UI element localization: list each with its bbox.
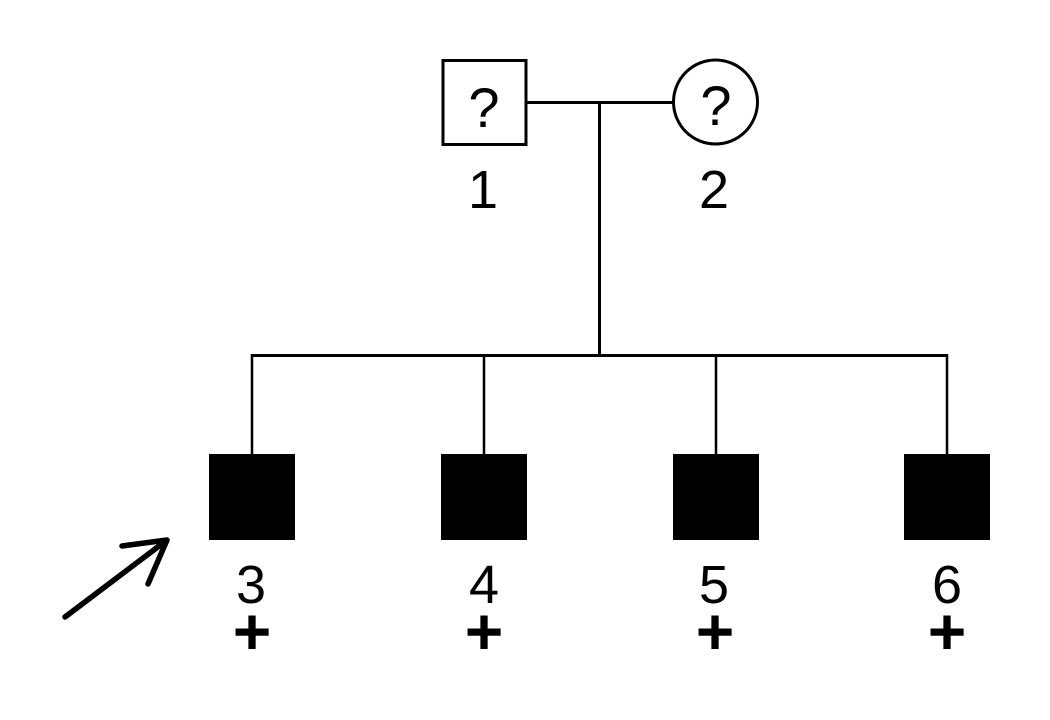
individual-2-label: 2 (699, 160, 729, 220)
individual-4-square-symbol (441, 454, 527, 540)
individual-3-label: 3 (236, 555, 266, 615)
individual-4-plus-marker: + (465, 594, 504, 668)
individual-4-label: 4 (469, 555, 499, 615)
individual-2-circle-symbol (672, 58, 759, 146)
proband-arrow-icon (62, 537, 170, 620)
individual-6-plus-marker: + (928, 594, 967, 668)
individual-3-plus-marker: + (233, 594, 272, 668)
individual-6-square-symbol (904, 454, 990, 540)
individual-3-square-symbol (209, 454, 295, 540)
individual-1-square-symbol (441, 59, 528, 146)
individual-1-unknown-mark: ? (468, 76, 499, 139)
individual-1-label: 1 (468, 160, 498, 220)
individual-5-label: 5 (699, 555, 729, 615)
individual-6-label: 6 (932, 555, 962, 615)
individual-5-plus-marker: + (696, 594, 735, 668)
individual-2-unknown-mark: ? (700, 74, 731, 137)
individual-5-square-symbol (673, 454, 759, 540)
